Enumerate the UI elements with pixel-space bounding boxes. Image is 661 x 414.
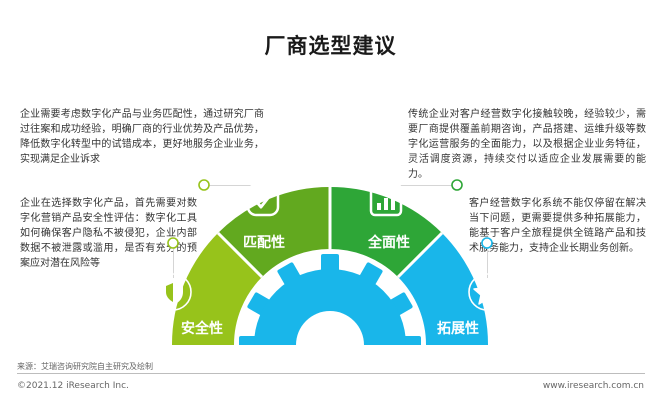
description-security: 企业在选择数字化产品，首先需要对数字化营销产品安全性评估：数字化工具如何确保客户… — [20, 198, 197, 269]
check-icon — [246, 183, 280, 217]
segment-label-match: 匹配性 — [243, 235, 285, 251]
segment-security — [171, 233, 262, 345]
star-icon — [468, 273, 506, 311]
description-match: 企业需要考虑数字化产品与业务匹配性，通过研究厂商过往案和成功经验，明确厂商的行业… — [20, 109, 264, 165]
footer-divider — [17, 373, 645, 374]
bar-chart-icon — [369, 183, 403, 217]
segment-label-security: 安全性 — [181, 321, 223, 337]
leader-line-extensibility — [487, 248, 488, 278]
segment-extensibility — [398, 233, 489, 345]
segment-label-comprehensive: 全面性 — [368, 235, 410, 251]
segment-match — [218, 186, 330, 277]
gear-icon — [239, 254, 421, 345]
description-comprehensive: 传统企业对客户经营数字化接触较晚，经验较少，需要厂商提供覆盖前期咨询，产品搭建、… — [408, 109, 646, 180]
leader-line-comprehensive — [392, 185, 452, 186]
description-extensibility: 客户经营数字化系统不能仅停留在解决当下问题，更需要提供多种拓展能力，能基于客户全… — [469, 198, 646, 254]
shield-icon — [154, 273, 192, 311]
segment-label-extensibility: 拓展性 — [437, 321, 479, 337]
leader-line-match — [209, 185, 269, 186]
website: www.iresearch.com.cn — [542, 381, 644, 391]
copyright: ©2021.12 iResearch Inc. — [17, 381, 129, 391]
leader-line-security — [173, 248, 174, 278]
segment-comprehensive — [330, 186, 442, 277]
source-note: 来源：艾瑞咨询研究院自主研究及绘制 — [17, 362, 153, 371]
page-title: 厂商选型建议 — [264, 34, 397, 58]
